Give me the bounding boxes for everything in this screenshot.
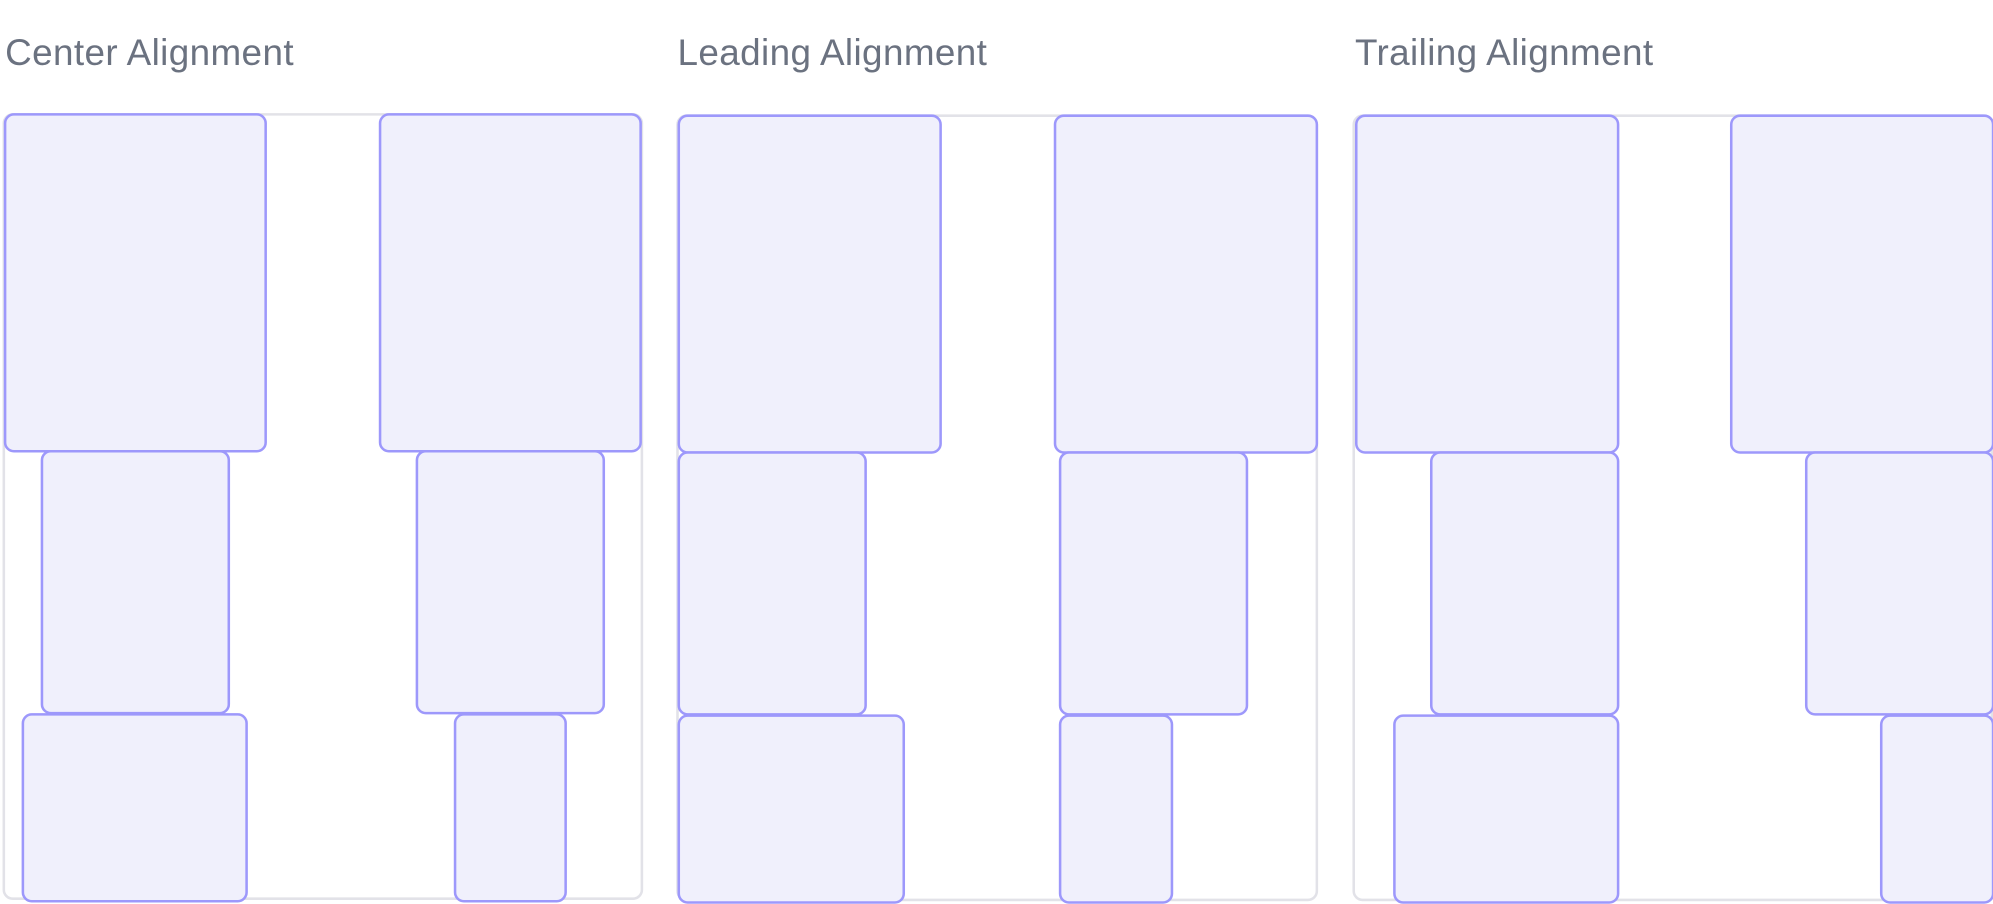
center-left-large-box <box>3 113 267 453</box>
leading-left-medium-box <box>677 451 867 716</box>
center-alignment-panel <box>2 113 644 900</box>
leading-right-large-box <box>1053 114 1319 454</box>
center-left-medium-box <box>40 449 231 715</box>
trailing-right-medium-box <box>1804 451 1993 716</box>
center-right-large-box <box>378 113 642 453</box>
trailing-left-large-box <box>1354 114 1620 454</box>
trailing-right-large-box <box>1729 114 1993 454</box>
center-right-medium-box <box>415 449 606 715</box>
leading-alignment-panel <box>676 114 1319 902</box>
center-left-small-box <box>21 713 248 903</box>
trailing-left-small-box <box>1393 714 1620 904</box>
center-right-small-box <box>453 713 567 903</box>
leading-left-small-box <box>677 714 906 904</box>
leading-left-large-box <box>677 114 942 454</box>
leading-right-medium-box <box>1058 451 1249 716</box>
section-title-trailing: Trailing Alignment <box>1354 33 1654 74</box>
leading-right-small-box <box>1058 714 1174 904</box>
trailing-left-medium-box <box>1429 451 1620 716</box>
trailing-right-small-box <box>1879 714 1993 904</box>
section-title-leading: Leading Alignment <box>677 33 988 74</box>
section-title-center: Center Alignment <box>5 33 294 74</box>
